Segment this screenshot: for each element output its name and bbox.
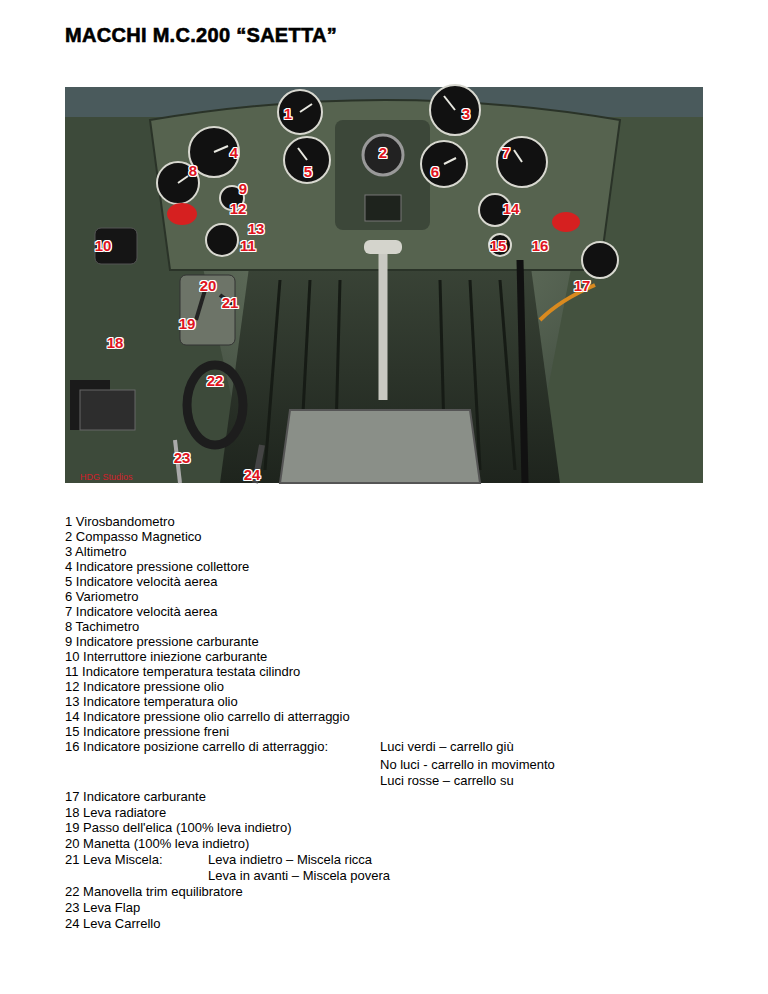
callout-number: 23 — [174, 449, 191, 466]
callout-number: 11 — [240, 237, 256, 254]
legend-line: 18 Leva radiatore — [65, 805, 166, 820]
callout-number: 1 — [284, 105, 292, 122]
legend-line: Luci rosse – carrello su — [380, 773, 514, 788]
callout-number: 2 — [379, 144, 387, 161]
legend-line: 15 Indicatore pressione freni — [65, 724, 229, 739]
callout-number: 6 — [431, 163, 439, 180]
callout-number: 5 — [304, 163, 312, 180]
legend-line: 2 Compasso Magnetico — [65, 529, 202, 544]
callout-number: 7 — [502, 144, 510, 161]
callout-number: 13 — [248, 220, 265, 237]
callout-number: 3 — [462, 105, 470, 122]
legend-line: 16 Indicatore posizione carrello di atte… — [65, 739, 328, 754]
legend-line: 13 Indicatore temperatura olio — [65, 694, 238, 709]
legend-line: 8 Tachimetro — [65, 619, 139, 634]
callout-number: 16 — [532, 237, 549, 254]
callout-number: 8 — [189, 162, 197, 179]
legend-line: 7 Indicatore velocità aerea — [65, 604, 217, 619]
legend-line: 12 Indicatore pressione olio — [65, 679, 224, 694]
legend-line: No luci - carrello in movimento — [380, 757, 555, 772]
callout-number: 12 — [230, 200, 247, 217]
callout-number: 22 — [207, 372, 224, 389]
legend-line: 11 Indicatore temperatura testata cilind… — [65, 664, 300, 679]
legend-line: 20 Manetta (100% leva indietro) — [65, 836, 249, 851]
legend-line: 4 Indicatore pressione collettore — [65, 559, 249, 574]
legend-line: 6 Variometro — [65, 589, 138, 604]
callout-number: 20 — [200, 277, 217, 294]
legend-line: 22 Manovella trim equilibratore — [65, 884, 243, 899]
legend-line: 10 Interruttore iniezione carburante — [65, 649, 267, 664]
legend-line: 17 Indicatore carburante — [65, 789, 206, 804]
callout-number: 10 — [95, 237, 112, 254]
callout-number: 15 — [490, 237, 507, 254]
callout-number: 14 — [503, 200, 520, 217]
legend-line: 23 Leva Flap — [65, 900, 140, 915]
watermark: HDG Studios — [80, 472, 133, 482]
page-title: MACCHI M.C.200 “SAETTA” — [65, 24, 337, 47]
legend-line: Leva in avanti – Miscela povera — [208, 868, 390, 883]
callout-number: 4 — [230, 144, 238, 161]
legend-line: 14 Indicatore pressione olio carrello di… — [65, 709, 350, 724]
legend-line: 3 Altimetro — [65, 544, 126, 559]
callout-number: 17 — [574, 277, 591, 294]
legend-line: Luci verdi – carrello giù — [380, 739, 514, 754]
callout-number: 19 — [179, 315, 196, 332]
callout-number: 21 — [222, 294, 239, 311]
legend-line: 24 Leva Carrello — [65, 916, 160, 931]
callout-number: 9 — [239, 180, 247, 197]
legend-line: 5 Indicatore velocità aerea — [65, 574, 217, 589]
callout-number: 24 — [244, 466, 261, 483]
legend-line: 21 Leva Miscela: — [65, 852, 163, 867]
legend-line: Leva indietro – Miscela ricca — [208, 852, 372, 867]
legend-line: 9 Indicatore pressione carburante — [65, 634, 259, 649]
callout-number: 18 — [107, 334, 124, 351]
legend-line: 1 Virosbandometro — [65, 514, 175, 529]
legend-line: 19 Passo dell'elica (100% leva indietro) — [65, 820, 292, 835]
